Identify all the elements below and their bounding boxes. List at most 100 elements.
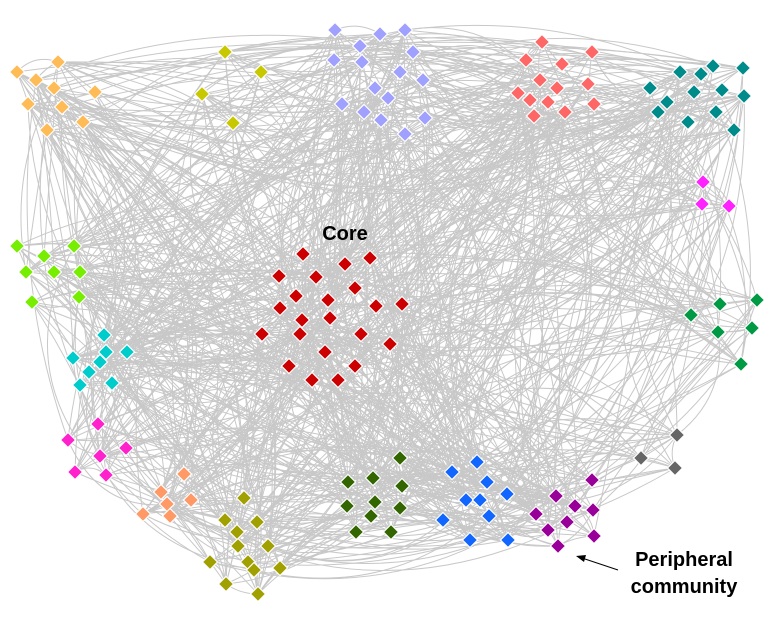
- network-edge: [399, 37, 714, 73]
- network-node-cyan: [97, 343, 115, 361]
- network-edge: [190, 93, 303, 321]
- network-edge: [243, 203, 703, 499]
- network-edge: [99, 87, 651, 366]
- network-node-lime: [17, 263, 35, 281]
- network-node-dark-green: [339, 473, 357, 491]
- network-edge: [88, 371, 467, 501]
- network-node-orange-tl: [53, 98, 71, 116]
- network-edge: [243, 101, 549, 499]
- network-node-blue: [471, 491, 489, 509]
- network-node-orange-tl: [74, 113, 92, 131]
- network-node-salmon: [525, 107, 543, 125]
- network-node-olive: [259, 537, 277, 555]
- network-edge: [247, 476, 508, 563]
- network-edge: [79, 51, 414, 386]
- network-node-pink: [89, 415, 107, 433]
- network-node-blue: [461, 531, 479, 549]
- network-edge: [313, 29, 453, 473]
- network-node-lime: [35, 247, 53, 265]
- network-edge: [73, 29, 336, 247]
- network-edge: [333, 53, 519, 94]
- network-node-dark-green: [391, 449, 409, 467]
- network-edge: [78, 65, 714, 298]
- network-node-cyan: [95, 326, 113, 344]
- network-edge: [31, 257, 371, 313]
- network-node-orange-bl: [134, 505, 152, 523]
- network-edge: [99, 91, 695, 363]
- network-node-purple: [549, 537, 567, 555]
- network-edge: [591, 299, 758, 481]
- network-node-lavender: [416, 109, 434, 127]
- network-node-salmon: [509, 84, 527, 102]
- network-edge: [201, 93, 331, 319]
- network-edge: [111, 327, 719, 384]
- network-node-core-red: [361, 249, 379, 267]
- network-edge: [412, 51, 717, 139]
- network-node-salmon: [533, 33, 551, 51]
- network-edge: [401, 101, 668, 487]
- network-node-dark-green: [364, 469, 382, 487]
- network-node-olive-yellow: [252, 63, 270, 81]
- network-edge: [97, 379, 313, 425]
- network-edge: [486, 111, 589, 483]
- network-edge: [329, 317, 678, 436]
- network-edge: [388, 29, 406, 305]
- network-node-gray: [666, 459, 684, 477]
- network-edge: [267, 427, 642, 547]
- network-edge: [256, 449, 478, 523]
- network-node-teal: [735, 87, 753, 105]
- network-edge: [412, 51, 730, 211]
- network-edge: [73, 245, 758, 349]
- network-node-olive: [228, 523, 246, 541]
- network-node-core-red: [367, 297, 385, 315]
- network-node-blue: [498, 485, 516, 503]
- network-node-lavender: [391, 63, 409, 81]
- network-node-olive: [229, 537, 247, 555]
- network-node-cyan: [103, 374, 121, 392]
- network-edge: [361, 61, 678, 436]
- network-node-teal: [707, 103, 725, 121]
- network-edge: [46, 129, 348, 507]
- network-edge: [79, 181, 704, 386]
- network-edge: [247, 498, 376, 563]
- network-node-pink: [66, 463, 84, 481]
- network-edge: [311, 181, 704, 381]
- peripheral-label-line1: Peripheral: [635, 549, 733, 571]
- network-node-core-red: [271, 299, 289, 317]
- network-edge: [160, 129, 735, 493]
- network-edge: [166, 503, 594, 571]
- network-node-core-red: [329, 371, 347, 389]
- network-edge: [25, 271, 128, 353]
- network-edge: [166, 363, 742, 505]
- network-node-dark-green: [382, 523, 400, 541]
- network-edge: [525, 59, 753, 329]
- network-node-cyan: [118, 343, 136, 361]
- network-node-purple: [584, 501, 602, 519]
- network-node-lavender: [333, 95, 351, 113]
- network-edge: [111, 87, 376, 384]
- network-node-core-red: [393, 295, 411, 313]
- network-node-orange-tl: [27, 71, 45, 89]
- core-label: Core: [322, 223, 368, 245]
- network-edge: [476, 83, 589, 463]
- network-node-core-red: [291, 325, 309, 343]
- network-node-core-red: [287, 287, 305, 305]
- network-node-blue: [480, 507, 498, 525]
- network-node-core-red: [316, 343, 334, 361]
- network-edge: [302, 252, 721, 305]
- network-edge: [142, 103, 595, 515]
- network-edge: [401, 344, 742, 487]
- network-edge: [404, 29, 568, 523]
- network-node-purple: [566, 497, 584, 515]
- network-edge: [452, 101, 668, 541]
- network-edge: [507, 101, 668, 541]
- network-node-blue: [499, 531, 517, 549]
- network-edge: [260, 45, 651, 89]
- network-edge: [61, 106, 193, 493]
- network-node-lavender: [326, 21, 344, 39]
- network-node-orange-bl: [182, 491, 200, 509]
- network-edge: [267, 119, 422, 547]
- network-edge: [465, 499, 549, 532]
- network-node-teal: [658, 93, 676, 111]
